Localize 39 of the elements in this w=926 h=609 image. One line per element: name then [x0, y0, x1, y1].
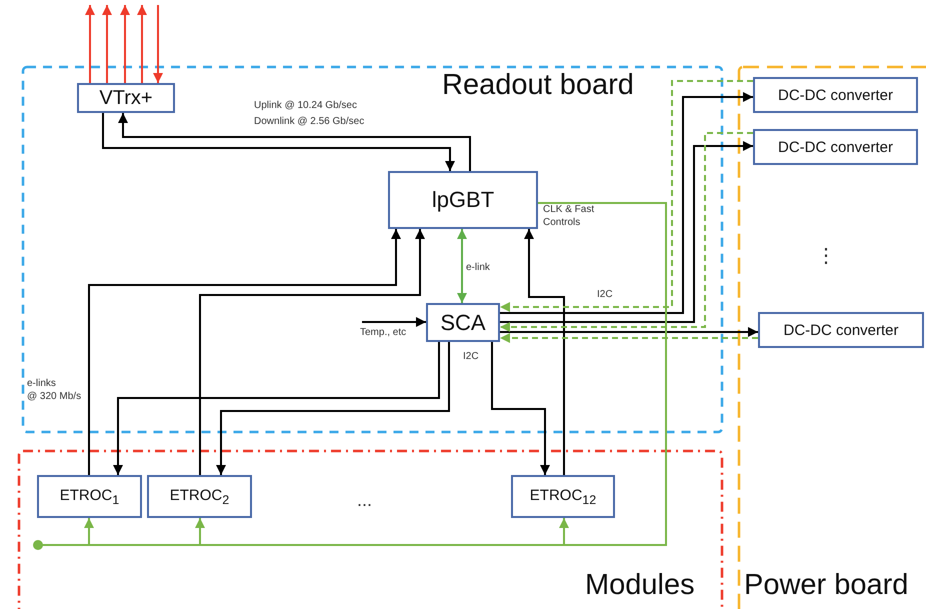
annotation: ...: [357, 490, 372, 512]
dashed-arrow: [500, 333, 758, 343]
arrow: [102, 5, 112, 83]
region-title: Modules: [585, 570, 695, 602]
arrow: [137, 5, 147, 83]
arrow: [457, 229, 467, 303]
arrow: [88, 229, 401, 475]
arrow: [153, 5, 163, 83]
chip-box: lpGBT: [388, 171, 538, 229]
annotation: Uplink @ 10.24 Gb/sec: [254, 100, 357, 112]
region-title: Power board: [744, 570, 908, 602]
chip-box: SCA: [426, 303, 500, 342]
arrow: [362, 317, 426, 327]
arrow: [120, 5, 130, 83]
arrow: [199, 229, 425, 475]
converter-box: DC-DC converter: [753, 77, 918, 113]
arrow: [500, 327, 758, 337]
arrow: [216, 342, 450, 475]
module-box: VTrx+: [77, 83, 175, 113]
chip-box: ETROC$_{2}$: [147, 475, 252, 518]
chip-box: ETROC$_{1}$: [37, 475, 142, 518]
converter-box: DC-DC converter: [758, 312, 924, 348]
edge-label: Temp., etc: [360, 327, 406, 340]
annotation: ⋮: [816, 244, 836, 268]
arrow: [524, 229, 565, 475]
board-region: [22, 66, 723, 433]
arrow: [85, 5, 95, 83]
annotation: e-links: [27, 378, 56, 390]
arrow: [113, 342, 440, 475]
chip-box: ETROC$_{12}$: [511, 475, 615, 518]
board-region: [738, 66, 926, 609]
converter-box: DC-DC converter: [753, 129, 918, 165]
modules-region: [18, 450, 723, 609]
annotation: Downlink @ 2.56 Gb/sec: [254, 116, 364, 128]
edge-label: CLK & Fast Controls: [543, 204, 596, 229]
region-title: Readout board: [442, 70, 634, 102]
annotation: I2C: [463, 351, 479, 363]
arrow: [491, 342, 550, 475]
annotation: @ 320 Mb/s: [27, 391, 82, 403]
